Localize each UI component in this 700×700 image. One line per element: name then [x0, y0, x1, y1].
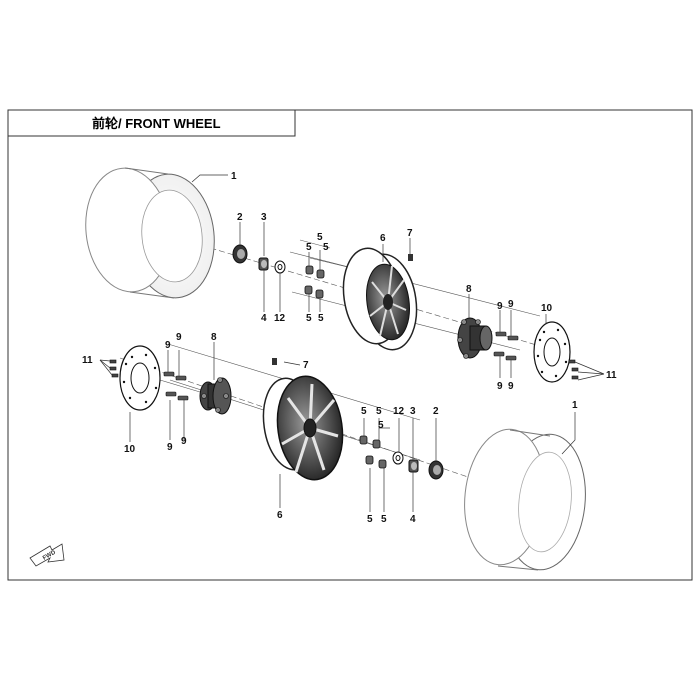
rim-top [342, 247, 418, 351]
cap-nut-bottom [428, 460, 444, 480]
callout-9-top-d: 9 [508, 381, 514, 392]
bolts-top-right [493, 331, 519, 361]
callout-11-top: 11 [606, 370, 617, 381]
callout-5-bottom-e: 5 [381, 514, 387, 525]
rim-bottom [262, 375, 344, 481]
hub-nut-top [258, 257, 269, 271]
disc-screws-bottom [109, 359, 119, 378]
callout-3-bottom: 3 [410, 406, 416, 417]
callout-2-top: 2 [237, 212, 243, 223]
washer-top [274, 260, 286, 274]
callout-10-bottom: 10 [124, 444, 136, 455]
leader-lines [99, 174, 605, 512]
callout-6-top: 6 [380, 233, 386, 244]
callout-9-bottom-d: 9 [181, 436, 187, 447]
bolts-bottom-left [163, 371, 189, 401]
brake-disc-bottom [119, 345, 161, 411]
tire-rear-view [85, 167, 215, 299]
washer-bottom [392, 451, 404, 465]
callout-5-bottom-a: 5 [361, 406, 367, 417]
callout-12-bottom: 12 [393, 406, 405, 417]
page-title: 前轮/ FRONT WHEEL [92, 116, 221, 131]
callout-5-top-e: 5 [318, 313, 324, 324]
valve-stem-top [408, 254, 413, 261]
lug-nuts-bottom [359, 435, 387, 469]
callout-12-top: 12 [274, 313, 286, 324]
callout-5-top-c: 5 [323, 242, 329, 253]
hub-bottom [199, 377, 232, 415]
callout-9-bottom-a: 9 [165, 340, 171, 351]
callout-4-bottom: 4 [410, 514, 416, 525]
callout-9-bottom-b: 9 [176, 332, 182, 343]
callout-7-bottom: 7 [303, 360, 309, 371]
callout-9-bottom-c: 9 [167, 442, 173, 453]
hub-top [457, 317, 493, 359]
callout-5-top-d: 5 [306, 313, 312, 324]
callout-8-bottom: 8 [211, 332, 217, 343]
callout-1-tire-bottom: 1 [572, 400, 578, 411]
callout-5-bottom-b: 5 [376, 406, 382, 417]
callout-labels: 1 2 3 4 12 5 5 5 5 5 6 7 8 9 9 9 9 10 11… [82, 171, 617, 525]
callout-1-tire-top: 1 [231, 171, 237, 182]
brake-disc-top [533, 321, 571, 383]
callout-5-bottom-d: 5 [367, 514, 373, 525]
page-frame [7, 109, 693, 581]
callout-3-top: 3 [261, 212, 267, 223]
callout-4-top: 4 [261, 313, 267, 324]
hub-nut-bottom [408, 459, 419, 473]
callout-11-bottom: 11 [82, 355, 93, 366]
callout-5-top-a: 5 [306, 242, 312, 253]
callout-2-bottom: 2 [433, 406, 439, 417]
tire-front-view [464, 428, 586, 571]
callout-9-top-c: 9 [497, 381, 503, 392]
callout-8-top: 8 [466, 284, 472, 295]
callout-7-top: 7 [407, 228, 413, 239]
callout-9-top-a: 9 [497, 301, 503, 312]
forward-direction-arrow: FWD [29, 543, 65, 567]
title-box [7, 109, 296, 137]
callout-10-top: 10 [541, 303, 553, 314]
valve-stem-bottom [272, 358, 277, 365]
callout-9-top-b: 9 [508, 299, 514, 310]
cap-nut-top [232, 244, 248, 264]
lug-nuts-top [304, 265, 325, 299]
disc-screws-top [568, 359, 579, 380]
callout-5-top-b: 5 [317, 232, 323, 243]
callout-5-bottom-c: 5 [378, 420, 384, 431]
callout-6-bottom: 6 [277, 510, 283, 521]
